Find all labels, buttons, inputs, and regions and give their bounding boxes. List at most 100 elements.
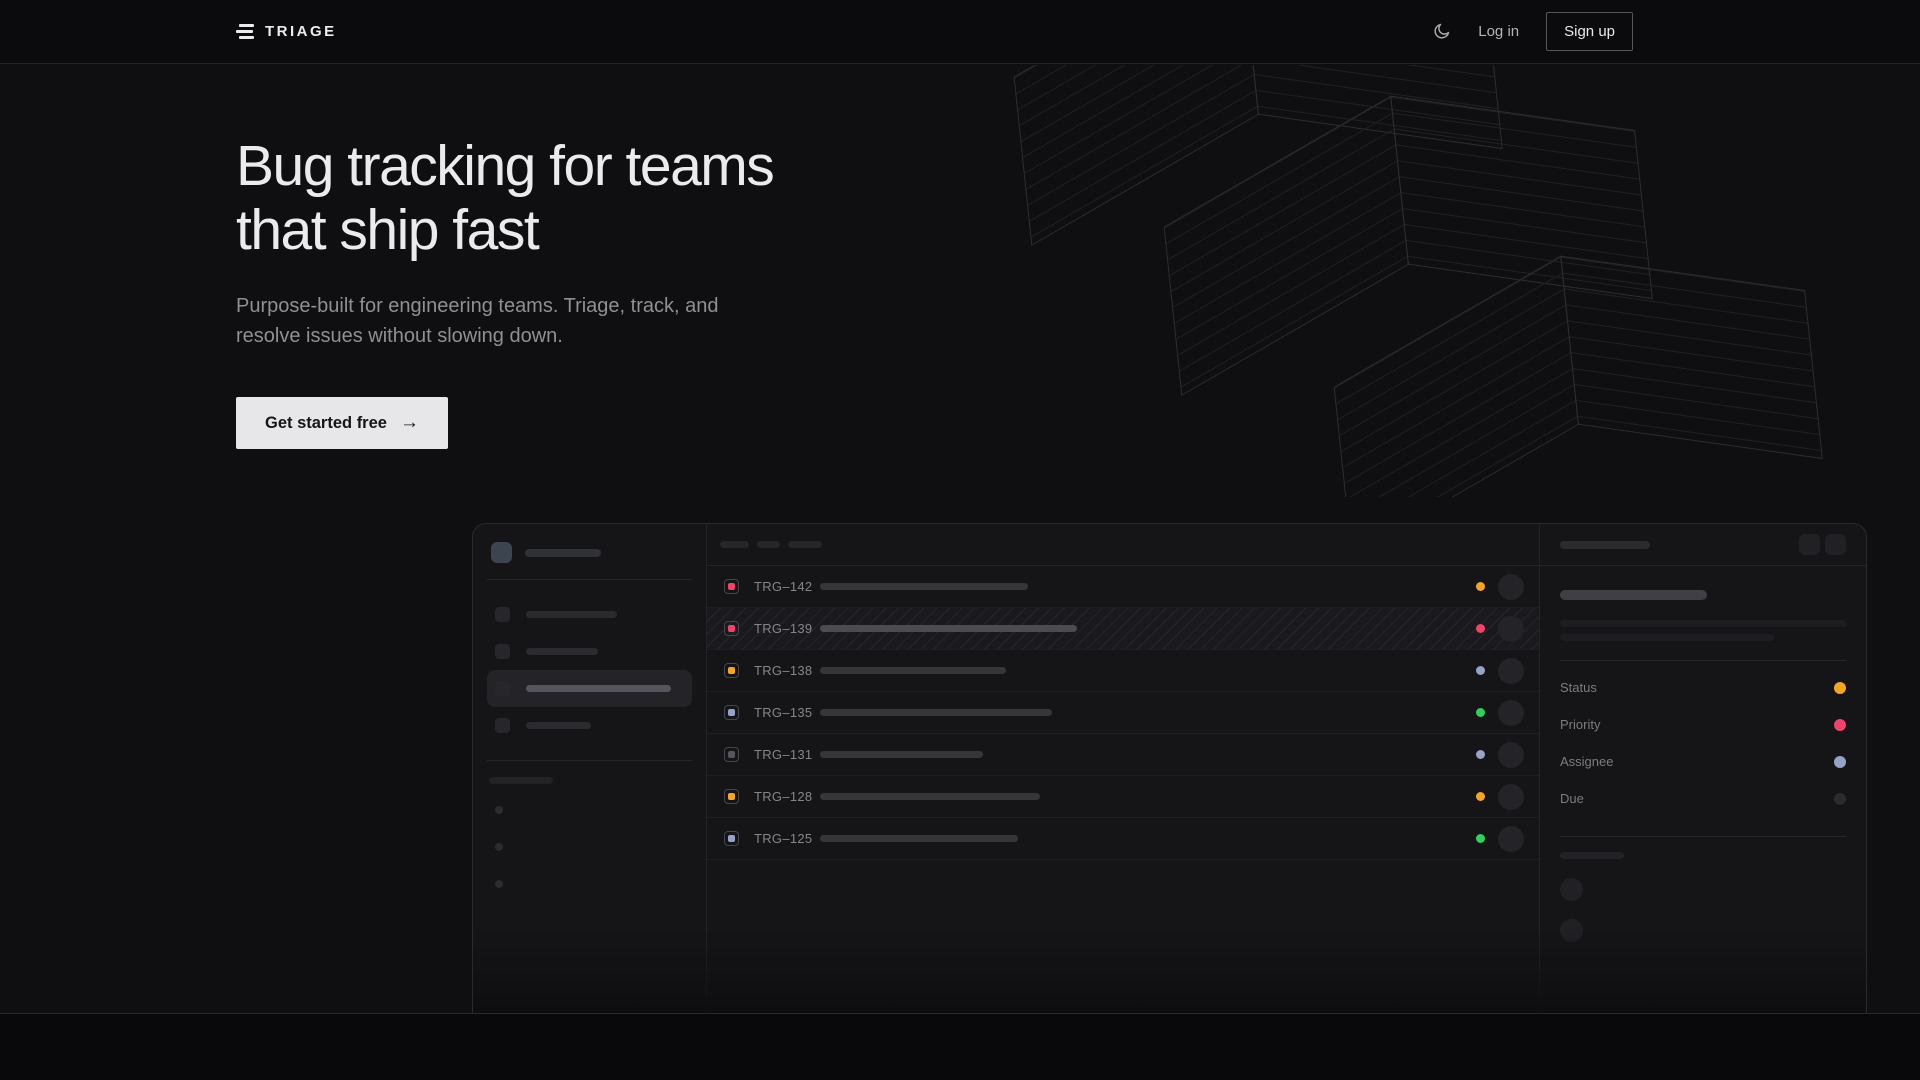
list-header <box>707 524 1539 566</box>
assignee-avatar <box>1498 742 1524 768</box>
nav-actions: Log in Sign up <box>1432 12 1633 51</box>
comment-avatars <box>1560 878 1846 942</box>
top-nav: TRIAGE Log in Sign up <box>0 0 1920 64</box>
field-label: Due <box>1560 791 1584 806</box>
field-row[interactable]: Assignee <box>1560 743 1846 780</box>
issue-row[interactable]: TRG–138 <box>707 650 1539 692</box>
hero-subtitle: Purpose-built for engineering teams. Tri… <box>236 291 1920 352</box>
issue-row-selected[interactable]: TRG–139 <box>707 608 1539 650</box>
issue-title-skeleton <box>820 709 1052 716</box>
issue-id: TRG–131 <box>754 747 820 762</box>
nav-item-label-skeleton <box>526 722 591 729</box>
issue-type-icon <box>724 579 739 594</box>
issue-list: TRG–142 TRG–139 TRG–138 <box>707 524 1540 1013</box>
field-label: Priority <box>1560 717 1600 732</box>
issue-title-skeleton <box>820 835 1018 842</box>
nav-item-label-skeleton <box>526 685 671 692</box>
issue-id: TRG–139 <box>754 621 820 636</box>
panel-action-placeholder[interactable] <box>1799 534 1820 555</box>
field-label: Status <box>1560 680 1597 695</box>
workspace-logo-placeholder <box>491 542 512 563</box>
issue-title-bar-skeleton <box>1560 590 1707 600</box>
status-dot <box>1476 666 1485 675</box>
list-tab-skeleton <box>720 541 749 548</box>
workspace-row <box>487 540 692 563</box>
brand-logo[interactable]: TRIAGE <box>236 23 337 40</box>
assignee-avatar <box>1498 700 1524 726</box>
footer <box>0 1013 1920 1080</box>
status-dot <box>1476 624 1485 633</box>
arrow-right-icon: → <box>400 412 419 434</box>
nav-item-icon-placeholder <box>495 644 510 659</box>
panel-header <box>1540 524 1866 566</box>
field-label: Assignee <box>1560 754 1613 769</box>
issue-row[interactable]: TRG–125 <box>707 818 1539 860</box>
field-value-dot <box>1834 719 1846 731</box>
field-value-dot <box>1834 756 1846 768</box>
panel-action-placeholder[interactable] <box>1825 534 1846 555</box>
issue-title-skeleton <box>820 625 1077 632</box>
assignee-avatar <box>1498 616 1524 642</box>
list-tab-skeleton <box>788 541 822 548</box>
field-value-dot <box>1834 793 1846 805</box>
nav-item-icon-placeholder <box>495 681 510 696</box>
assignee-avatar <box>1498 658 1524 684</box>
issue-id: TRG–138 <box>754 663 820 678</box>
sidebar-nav-item[interactable] <box>487 707 692 744</box>
mockup-sidebar <box>473 524 707 1013</box>
issue-type-icon <box>724 747 739 762</box>
detail-panel: Status Priority Assignee Due <box>1540 524 1866 1013</box>
field-row[interactable]: Due <box>1560 780 1846 817</box>
login-link[interactable]: Log in <box>1478 23 1519 40</box>
panel-actions <box>1799 534 1846 555</box>
field-row[interactable]: Priority <box>1560 706 1846 743</box>
app-mockup: TRG–142 TRG–139 TRG–138 <box>472 523 1867 1013</box>
description-skeleton <box>1560 634 1775 641</box>
assignee-avatar <box>1498 574 1524 600</box>
issue-type-icon <box>724 663 739 678</box>
sidebar-nav-item-active[interactable] <box>487 670 692 707</box>
assignee-avatar <box>1498 826 1524 852</box>
sidebar-dots <box>487 806 692 888</box>
issue-row[interactable]: TRG–142 <box>707 566 1539 608</box>
panel-divider <box>1560 836 1846 837</box>
comment-avatar <box>1560 919 1583 942</box>
issue-row[interactable]: TRG–128 <box>707 776 1539 818</box>
issue-type-icon <box>724 621 739 636</box>
theme-toggle-button[interactable] <box>1432 22 1451 41</box>
issue-title-skeleton <box>820 667 1006 674</box>
sidebar-nav-item[interactable] <box>487 633 692 670</box>
field-row[interactable]: Status <box>1560 669 1846 706</box>
sidebar-nav-item[interactable] <box>487 596 692 633</box>
hero-section: Bug tracking for teams that ship fast Pu… <box>0 64 1920 1013</box>
issue-row[interactable]: TRG–131 <box>707 734 1539 776</box>
issue-title-skeleton <box>820 751 983 758</box>
cta-button[interactable]: Get started free → <box>236 397 448 449</box>
workspace-name-skeleton <box>525 549 601 557</box>
sidebar-divider <box>487 579 692 580</box>
status-dot <box>1476 750 1485 759</box>
nav-item-label-skeleton <box>526 611 617 618</box>
hero-heading: Bug tracking for teams that ship fast <box>236 135 1920 263</box>
comment-avatar <box>1560 878 1583 901</box>
issue-id: TRG–125 <box>754 831 820 846</box>
brand-name: TRIAGE <box>265 23 337 40</box>
panel-divider <box>1560 660 1846 661</box>
sidebar-section-skeleton <box>489 777 553 784</box>
nav-item-icon-placeholder <box>495 607 510 622</box>
status-dot <box>1476 582 1485 591</box>
brand-logo-icon <box>236 24 254 39</box>
activity-header-skeleton <box>1560 852 1624 859</box>
description-skeleton <box>1560 620 1847 627</box>
issue-title-skeleton <box>820 583 1028 590</box>
issue-row[interactable]: TRG–135 <box>707 692 1539 734</box>
status-dot <box>1476 834 1485 843</box>
moon-icon <box>1432 22 1451 41</box>
list-tab-skeleton <box>757 541 780 548</box>
signup-button[interactable]: Sign up <box>1546 12 1633 51</box>
nav-item-label-skeleton <box>526 648 598 655</box>
issue-id: TRG–128 <box>754 789 820 804</box>
issue-title-skeleton <box>820 793 1040 800</box>
issue-type-icon <box>724 705 739 720</box>
status-dot <box>1476 708 1485 717</box>
